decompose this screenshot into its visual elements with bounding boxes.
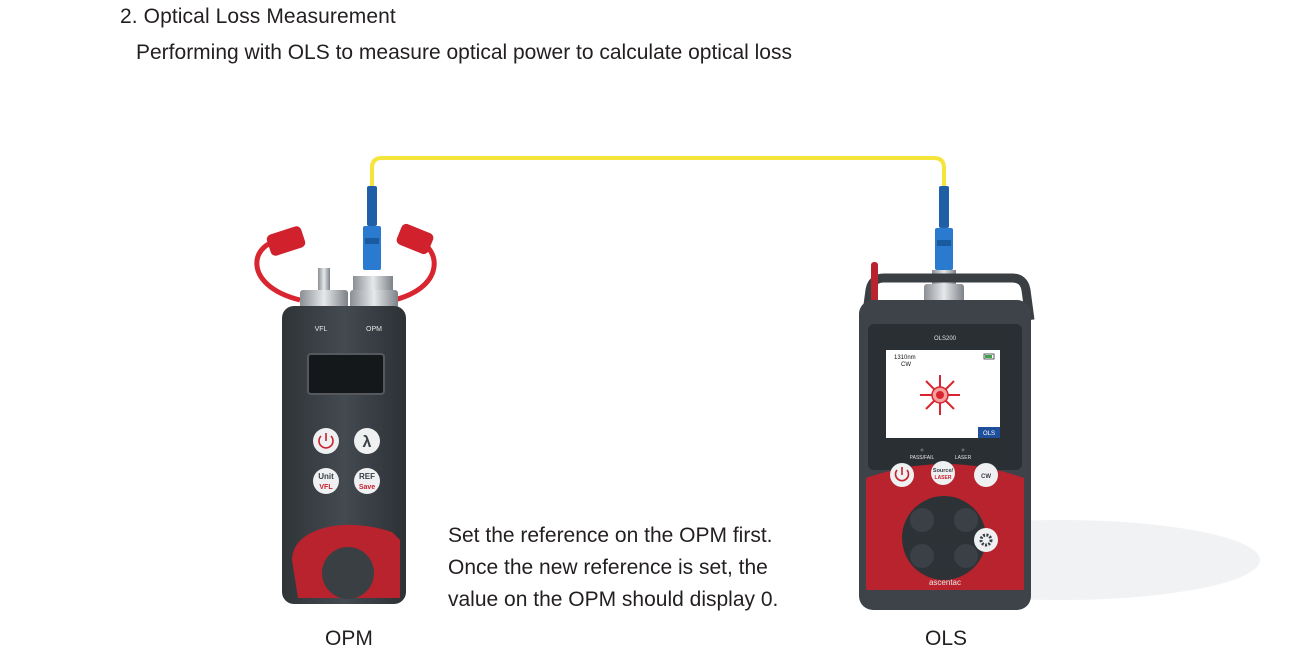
ols-device: OLS200 1310nm CW OLS PASS/FAIL LASER xyxy=(859,186,1260,610)
opm-ref-key xyxy=(354,468,380,494)
opm-sc-connector xyxy=(363,226,381,270)
opm-unit-key xyxy=(313,468,339,494)
caption-ols: OLS xyxy=(925,627,968,650)
ols-wavelength: 1310nm xyxy=(894,355,916,361)
svg-text:REF: REF xyxy=(359,472,375,481)
power-icon xyxy=(318,435,334,449)
opm-device: VFL OPM λ Unit VFL REF Save xyxy=(254,186,437,604)
power-icon xyxy=(894,469,910,482)
opm-port-label-vfl: VFL xyxy=(315,326,328,333)
ols-mode: CW xyxy=(901,362,911,368)
ols-led-laser: LASER xyxy=(955,455,972,461)
svg-text:OLS: OLS xyxy=(983,431,995,437)
svg-text:Source/: Source/ xyxy=(933,468,954,474)
ols-brand-logo: ascentac xyxy=(929,578,961,587)
fiber-cable xyxy=(370,156,946,190)
ols-cw-key xyxy=(974,463,998,487)
ols-led-passfail: PASS/FAIL xyxy=(910,455,935,461)
ols-sc-connector xyxy=(935,228,953,270)
svg-text:Save: Save xyxy=(359,484,375,491)
opm-lambda-key xyxy=(354,428,380,454)
ols-model-label: OLS200 xyxy=(934,336,957,342)
opm-display xyxy=(307,353,385,395)
svg-text:VFL: VFL xyxy=(319,484,333,491)
svg-text:Unit: Unit xyxy=(318,472,334,481)
ols-mode-tab xyxy=(978,427,1000,438)
gear-icon xyxy=(979,533,993,547)
dust-cap-left xyxy=(266,226,306,256)
opm-port-label-opm: OPM xyxy=(366,326,382,333)
opm-fiber-boot xyxy=(367,186,377,226)
dust-cap-right xyxy=(396,223,434,255)
note-line: Set the reference on the OPM first. xyxy=(448,524,773,547)
svg-text:λ: λ xyxy=(363,434,372,451)
caption-opm: OPM xyxy=(325,627,373,650)
svg-text:LASER: LASER xyxy=(935,475,952,481)
battery-icon xyxy=(983,353,995,360)
section-subheading: Performing with OLS to measure optical p… xyxy=(136,41,792,64)
ols-source-key xyxy=(931,461,955,485)
note-line: Once the new reference is set, the xyxy=(448,556,768,579)
note-line: value on the OPM should display 0. xyxy=(448,588,779,611)
instruction-note: Set the reference on the OPM first. Once… xyxy=(448,520,778,616)
ols-fiber-boot xyxy=(939,186,949,228)
section-heading: 2. Optical Loss Measurement xyxy=(120,5,396,28)
svg-text:CW: CW xyxy=(981,474,991,480)
